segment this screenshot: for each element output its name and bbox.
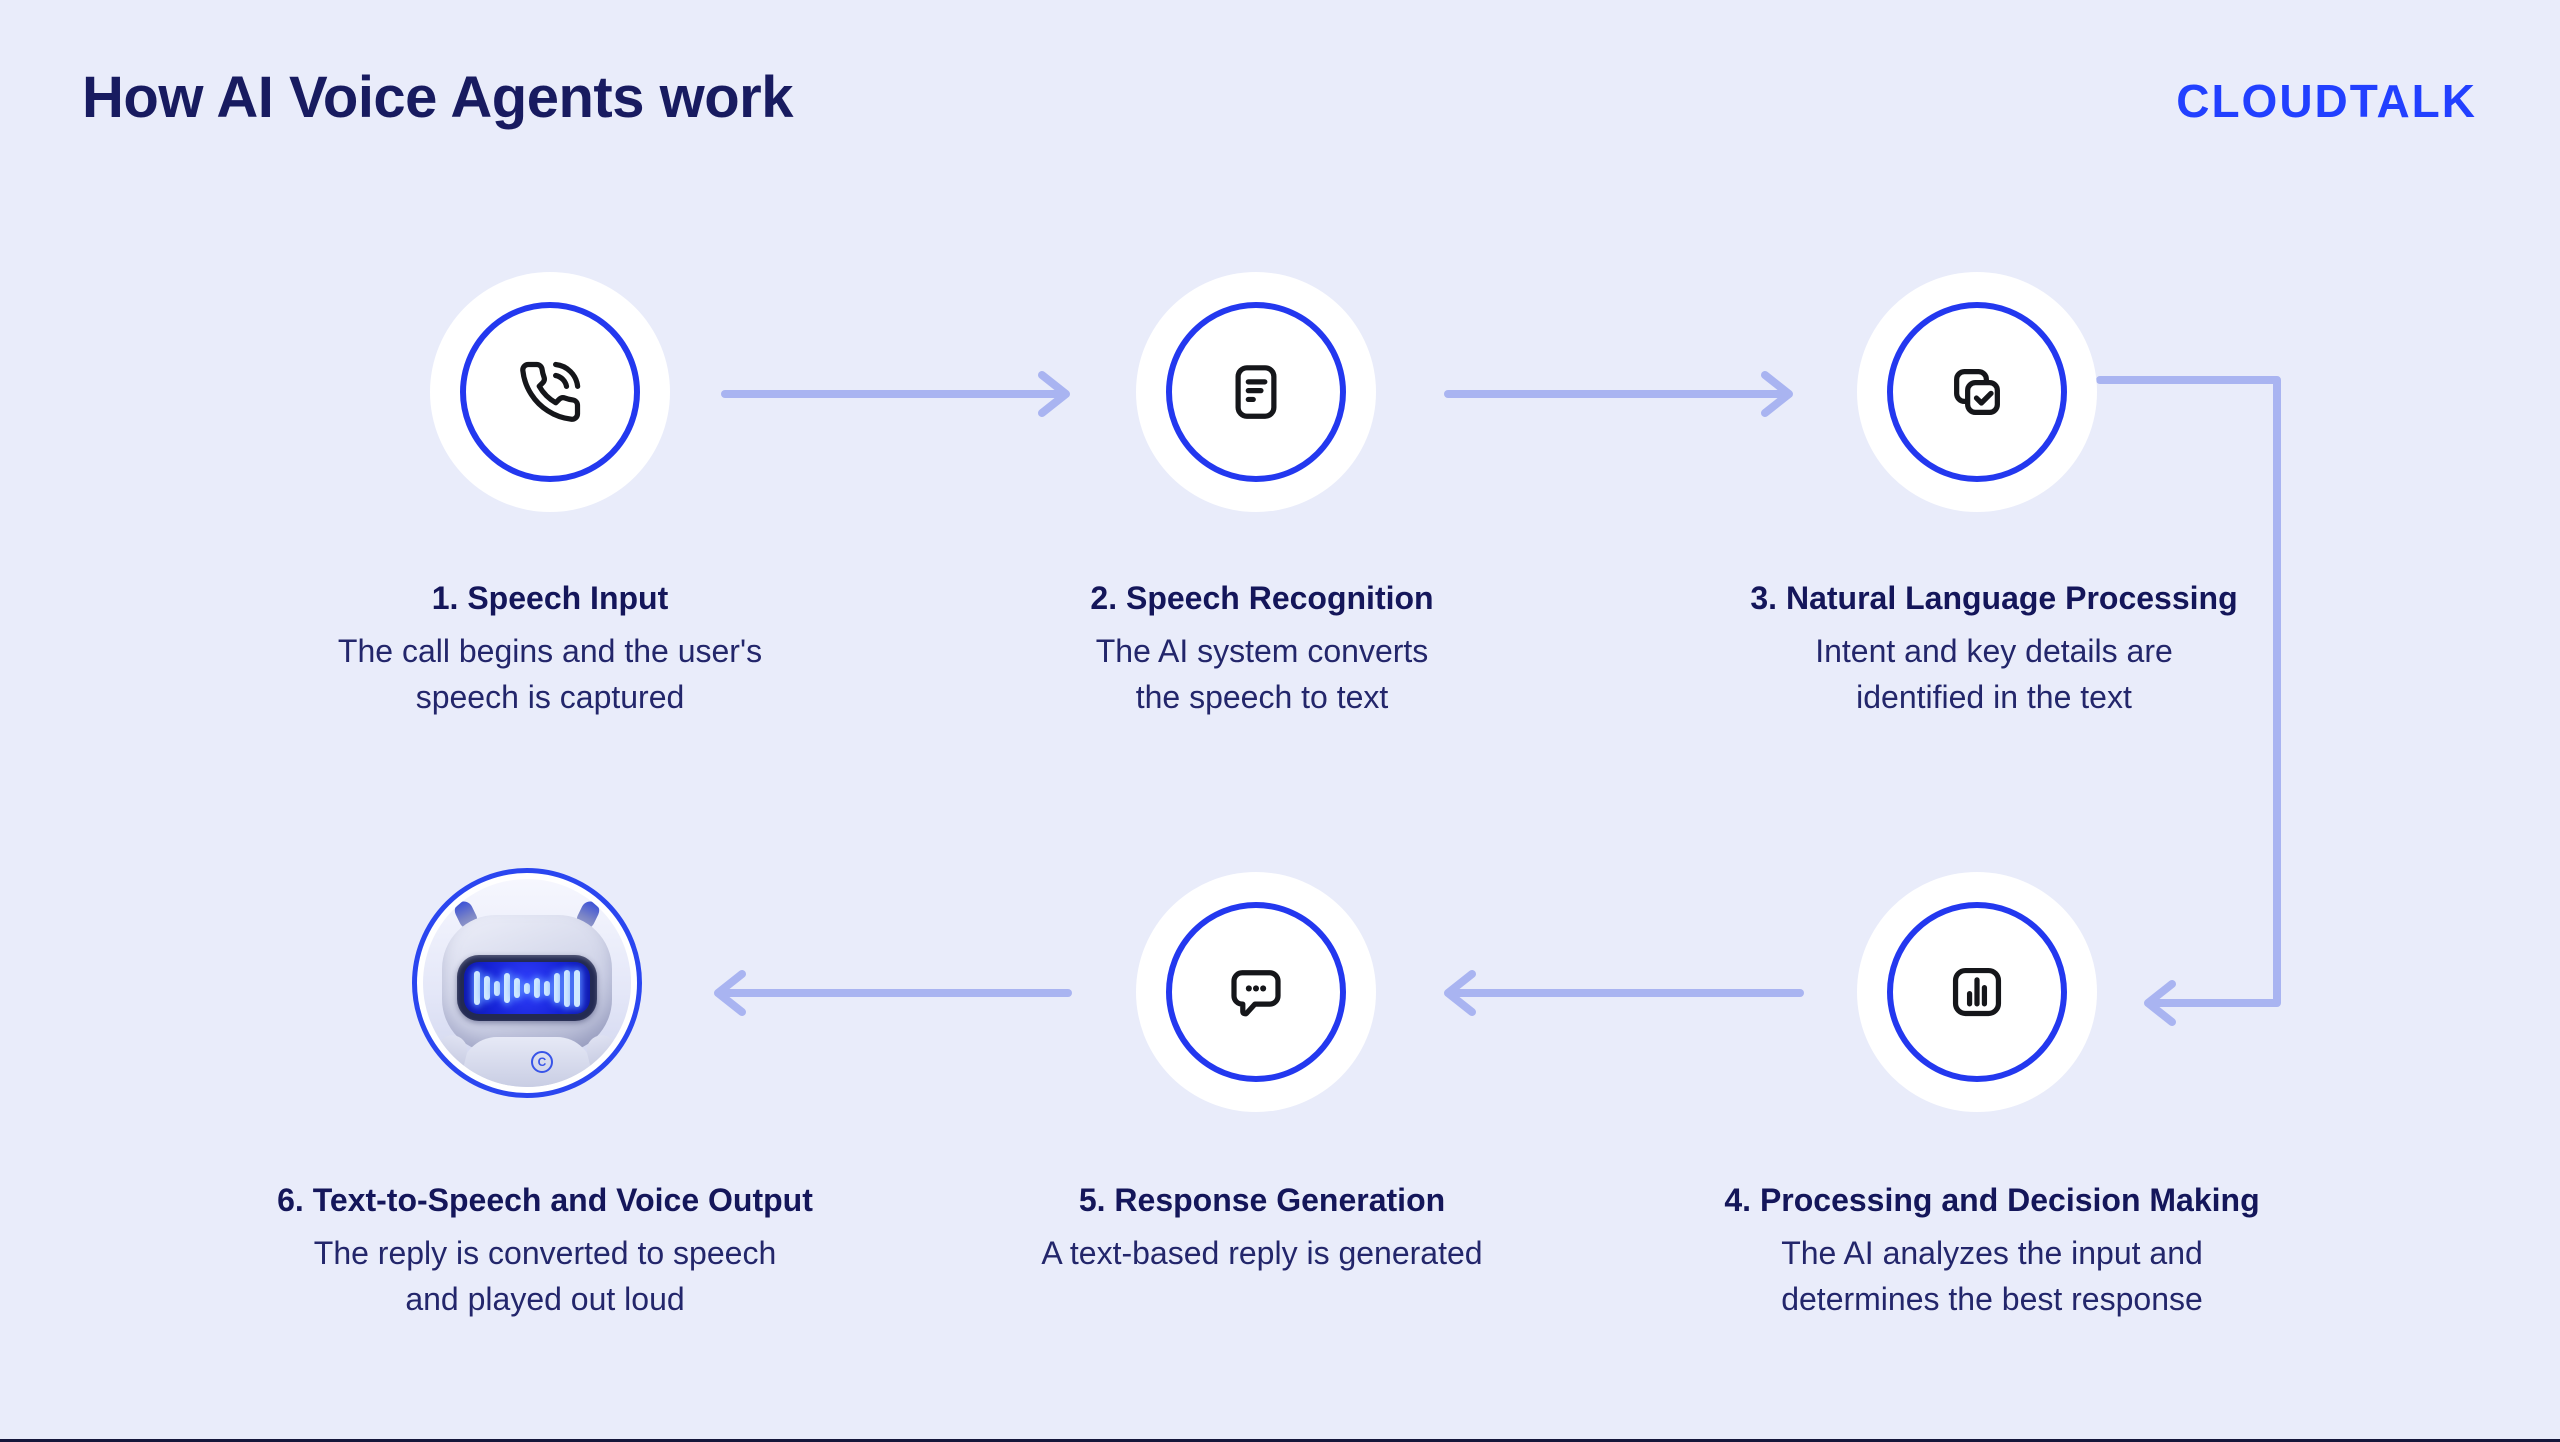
robot-head (442, 915, 612, 1053)
robot-chest-badge: C (531, 1051, 553, 1073)
robot-avatar: C (412, 868, 642, 1098)
document-text-icon (1235, 365, 1277, 419)
step5-ring (1166, 902, 1346, 1082)
step3-text-block: 3. Natural Language Processing Intent an… (1614, 578, 2374, 720)
bar-chart-icon (1952, 967, 2002, 1017)
step1-title: 1. Speech Input (431, 580, 669, 616)
step1-desc: The call begins and the user's speech is… (337, 633, 763, 715)
cloudtalk-logo: CLOUDTALK (2176, 75, 2477, 127)
step5-icon-circle (1136, 872, 1376, 1112)
step2-title: 2. Speech Recognition (1090, 580, 1434, 616)
step3-title: 3. Natural Language Processing (1750, 580, 2238, 616)
step4-desc: The AI analyzes the input and determines… (1781, 1235, 2203, 1317)
step1-text-block: 1. Speech Input The call begins and the … (170, 578, 930, 720)
arrow-step2-to-step3 (1444, 371, 1793, 417)
arrow-step5-to-step6 (714, 970, 1072, 1016)
step5-title: 5. Response Generation (1078, 1182, 1446, 1218)
step2-ring (1166, 302, 1346, 482)
step2-icon-circle (1136, 272, 1376, 512)
robot-torso: C (461, 1037, 593, 1087)
robot-visor (457, 955, 597, 1021)
copy-check-icon (1954, 369, 2000, 415)
step2-desc: The AI system converts the speech to tex… (1095, 633, 1429, 715)
step3-icon-circle (1857, 272, 2097, 512)
arrow-step4-to-step5 (1444, 970, 1804, 1016)
page-title: How AI Voice Agents work (82, 65, 793, 130)
step2-text-block: 2. Speech Recognition The AI system conv… (882, 578, 1642, 720)
step6-title: 6. Text-to-Speech and Voice Output (277, 1182, 813, 1218)
step5-desc: A text-based reply is generated (1041, 1235, 1483, 1271)
chat-bubble-dots-icon (1231, 970, 1281, 1017)
step1-icon-circle (430, 272, 670, 512)
step6-text-block: 6. Text-to-Speech and Voice Output The r… (165, 1180, 925, 1322)
step4-icon-circle (1857, 872, 2097, 1112)
step5-text-block: 5. Response Generation A text-based repl… (882, 1180, 1642, 1276)
arrow-step1-to-step2 (721, 371, 1070, 417)
phone-call-icon (520, 361, 581, 422)
step4-title: 4. Processing and Decision Making (1724, 1182, 2260, 1218)
bottom-edge-divider (0, 1439, 2560, 1442)
robot-waveform-screen (464, 962, 590, 1014)
step4-text-block: 4. Processing and Decision Making The AI… (1612, 1180, 2372, 1322)
step3-ring (1887, 302, 2067, 482)
step4-ring (1887, 902, 2067, 1082)
step3-desc: Intent and key details are identified in… (1815, 633, 2173, 715)
step6-desc: The reply is converted to speech and pla… (313, 1235, 777, 1317)
step1-ring (460, 302, 640, 482)
robot-avatar-background: C (423, 879, 631, 1087)
